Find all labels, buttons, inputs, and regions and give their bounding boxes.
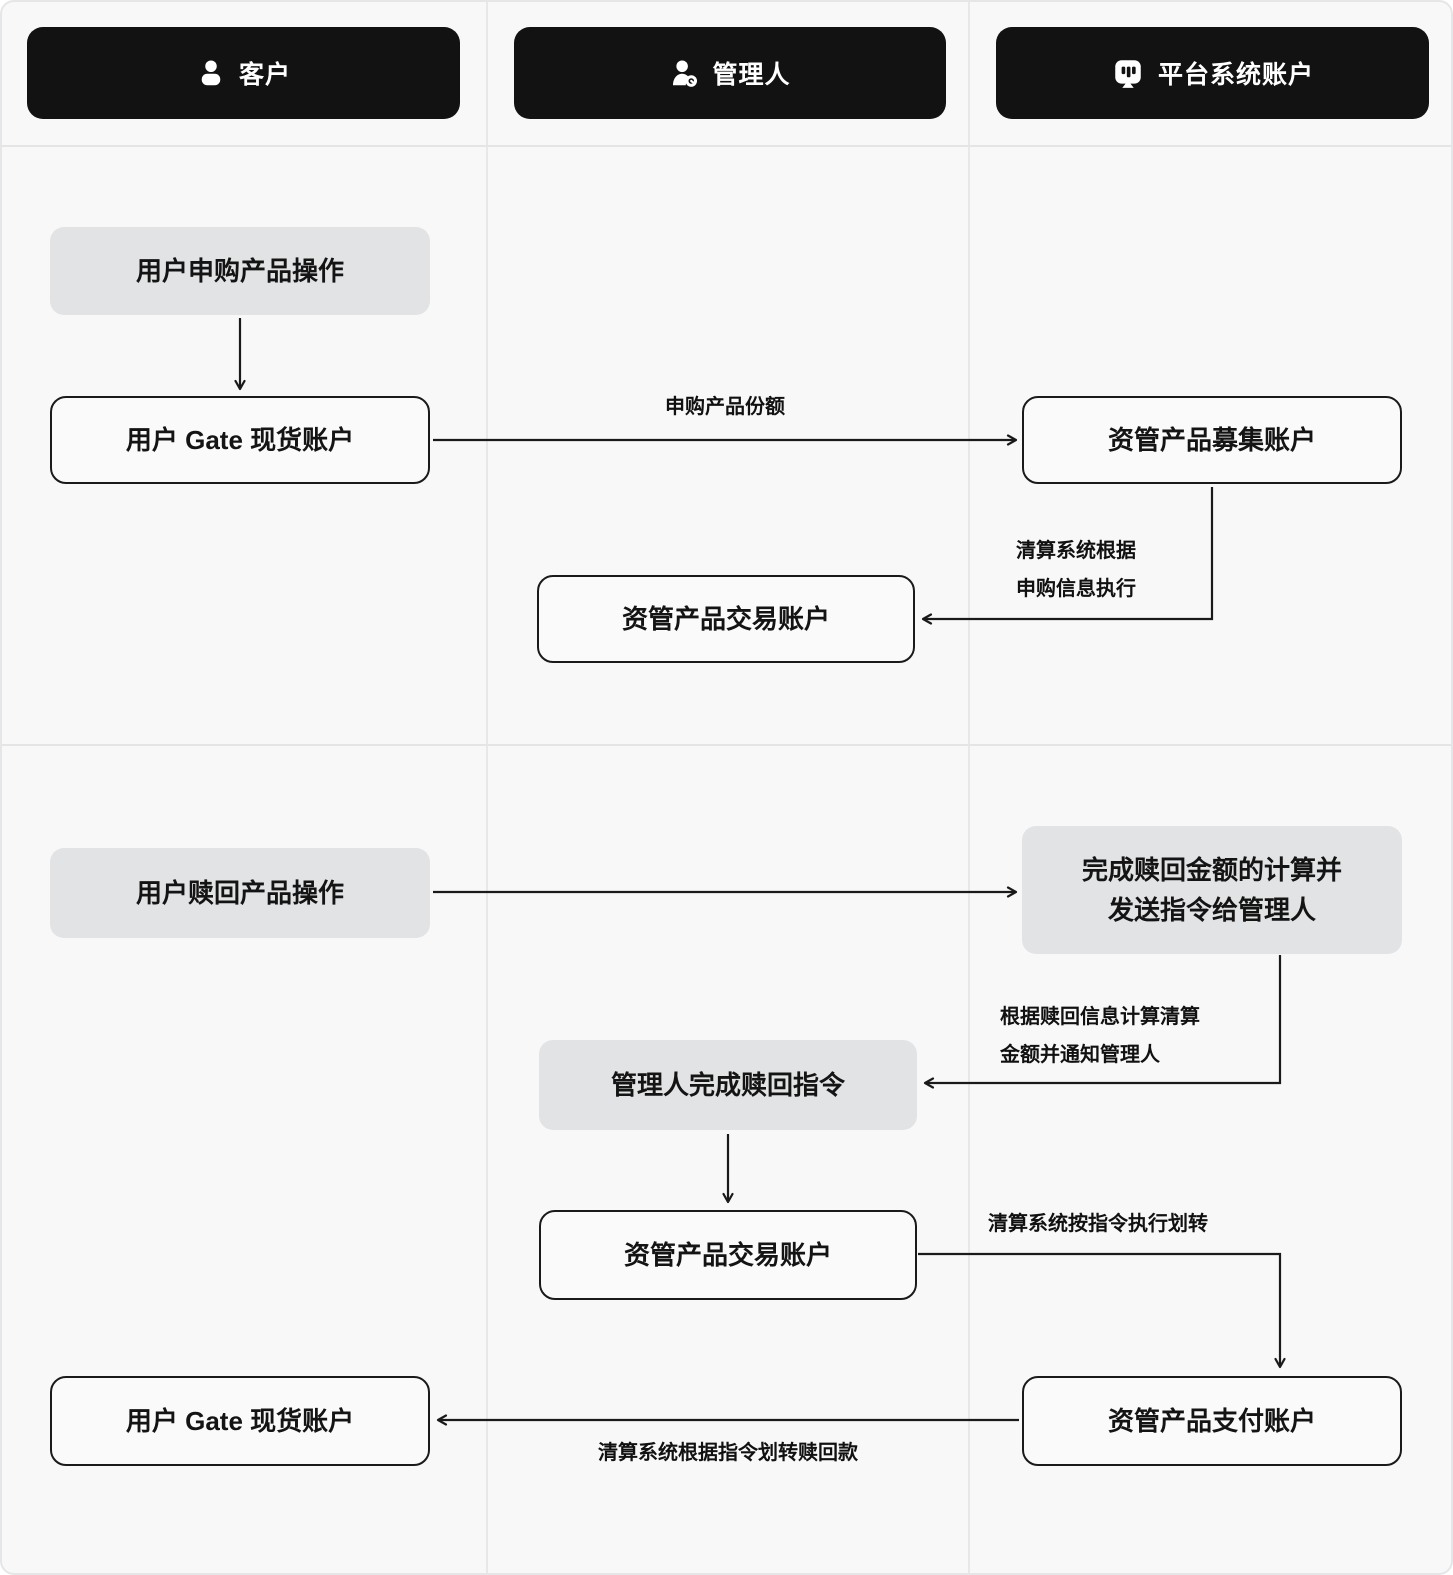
node-label: 用户赎回产品操作 (135, 878, 344, 908)
edge-label-subscribe-share: 申购产品份额 (665, 396, 785, 418)
header-divider (2, 145, 1451, 147)
node-manager-complete-redeem: 管理人完成赎回指令 (539, 1040, 917, 1130)
platform-icon (1111, 56, 1145, 90)
lane-header-platform: 平台系统账户 (996, 27, 1429, 119)
lane-header-label: 管理人 (712, 61, 791, 89)
lane-header-customer: 客户 (27, 27, 460, 119)
node-user-redeem-action: 用户赎回产品操作 (50, 848, 430, 938)
node-label: 发送指令给管理人 (1107, 895, 1316, 925)
node-pay-account: 资管产品支付账户 (1022, 1376, 1402, 1466)
lane-divider-1 (486, 2, 488, 1573)
node-label: 资管产品支付账户 (1107, 1406, 1316, 1436)
node-label: 用户 Gate 现货账户 (125, 1406, 355, 1436)
edge-label-refund-transfer: 清算系统根据指令划转赎回款 (598, 1442, 858, 1464)
edge-label-clearing-transfer: 清算系统按指令执行划转 (988, 1213, 1208, 1235)
manager-icon (669, 58, 699, 88)
node-label: 资管产品交易账户 (623, 1240, 832, 1270)
node-label: 资管产品募集账户 (1107, 425, 1316, 455)
lane-divider-2 (968, 2, 970, 1573)
node-label: 用户申购产品操作 (135, 256, 344, 286)
node-raise-account: 资管产品募集账户 (1022, 396, 1402, 484)
lane-header-label: 客户 (238, 61, 291, 89)
node-trade-account-subscribe: 资管产品交易账户 (537, 575, 915, 663)
section-divider (2, 744, 1451, 746)
edge-label-clearing-subscribe: 清算系统根据 申购信息执行 (1016, 540, 1136, 600)
lane-header-manager: 管理人 (514, 27, 946, 119)
node-user-gate-spot-account-redeem: 用户 Gate 现货账户 (50, 1376, 430, 1466)
node-trade-account-redeem: 资管产品交易账户 (539, 1210, 917, 1300)
node-label: 完成赎回金额的计算并 (1081, 855, 1342, 885)
node-label: 管理人完成赎回指令 (610, 1070, 845, 1100)
node-calc-redeem-instruction: 完成赎回金额的计算并 发送指令给管理人 (1022, 826, 1402, 954)
node-label: 用户 Gate 现货账户 (125, 425, 355, 455)
lane-header-label: 平台系统账户 (1157, 61, 1314, 89)
node-label: 资管产品交易账户 (621, 604, 830, 634)
edge-label-notify-manager: 根据赎回信息计算清算 金额并通知管理人 (1000, 1006, 1200, 1066)
node-user-gate-spot-account-subscribe: 用户 Gate 现货账户 (50, 396, 430, 484)
node-user-subscribe-action: 用户申购产品操作 (50, 227, 430, 315)
customer-icon (196, 58, 226, 88)
